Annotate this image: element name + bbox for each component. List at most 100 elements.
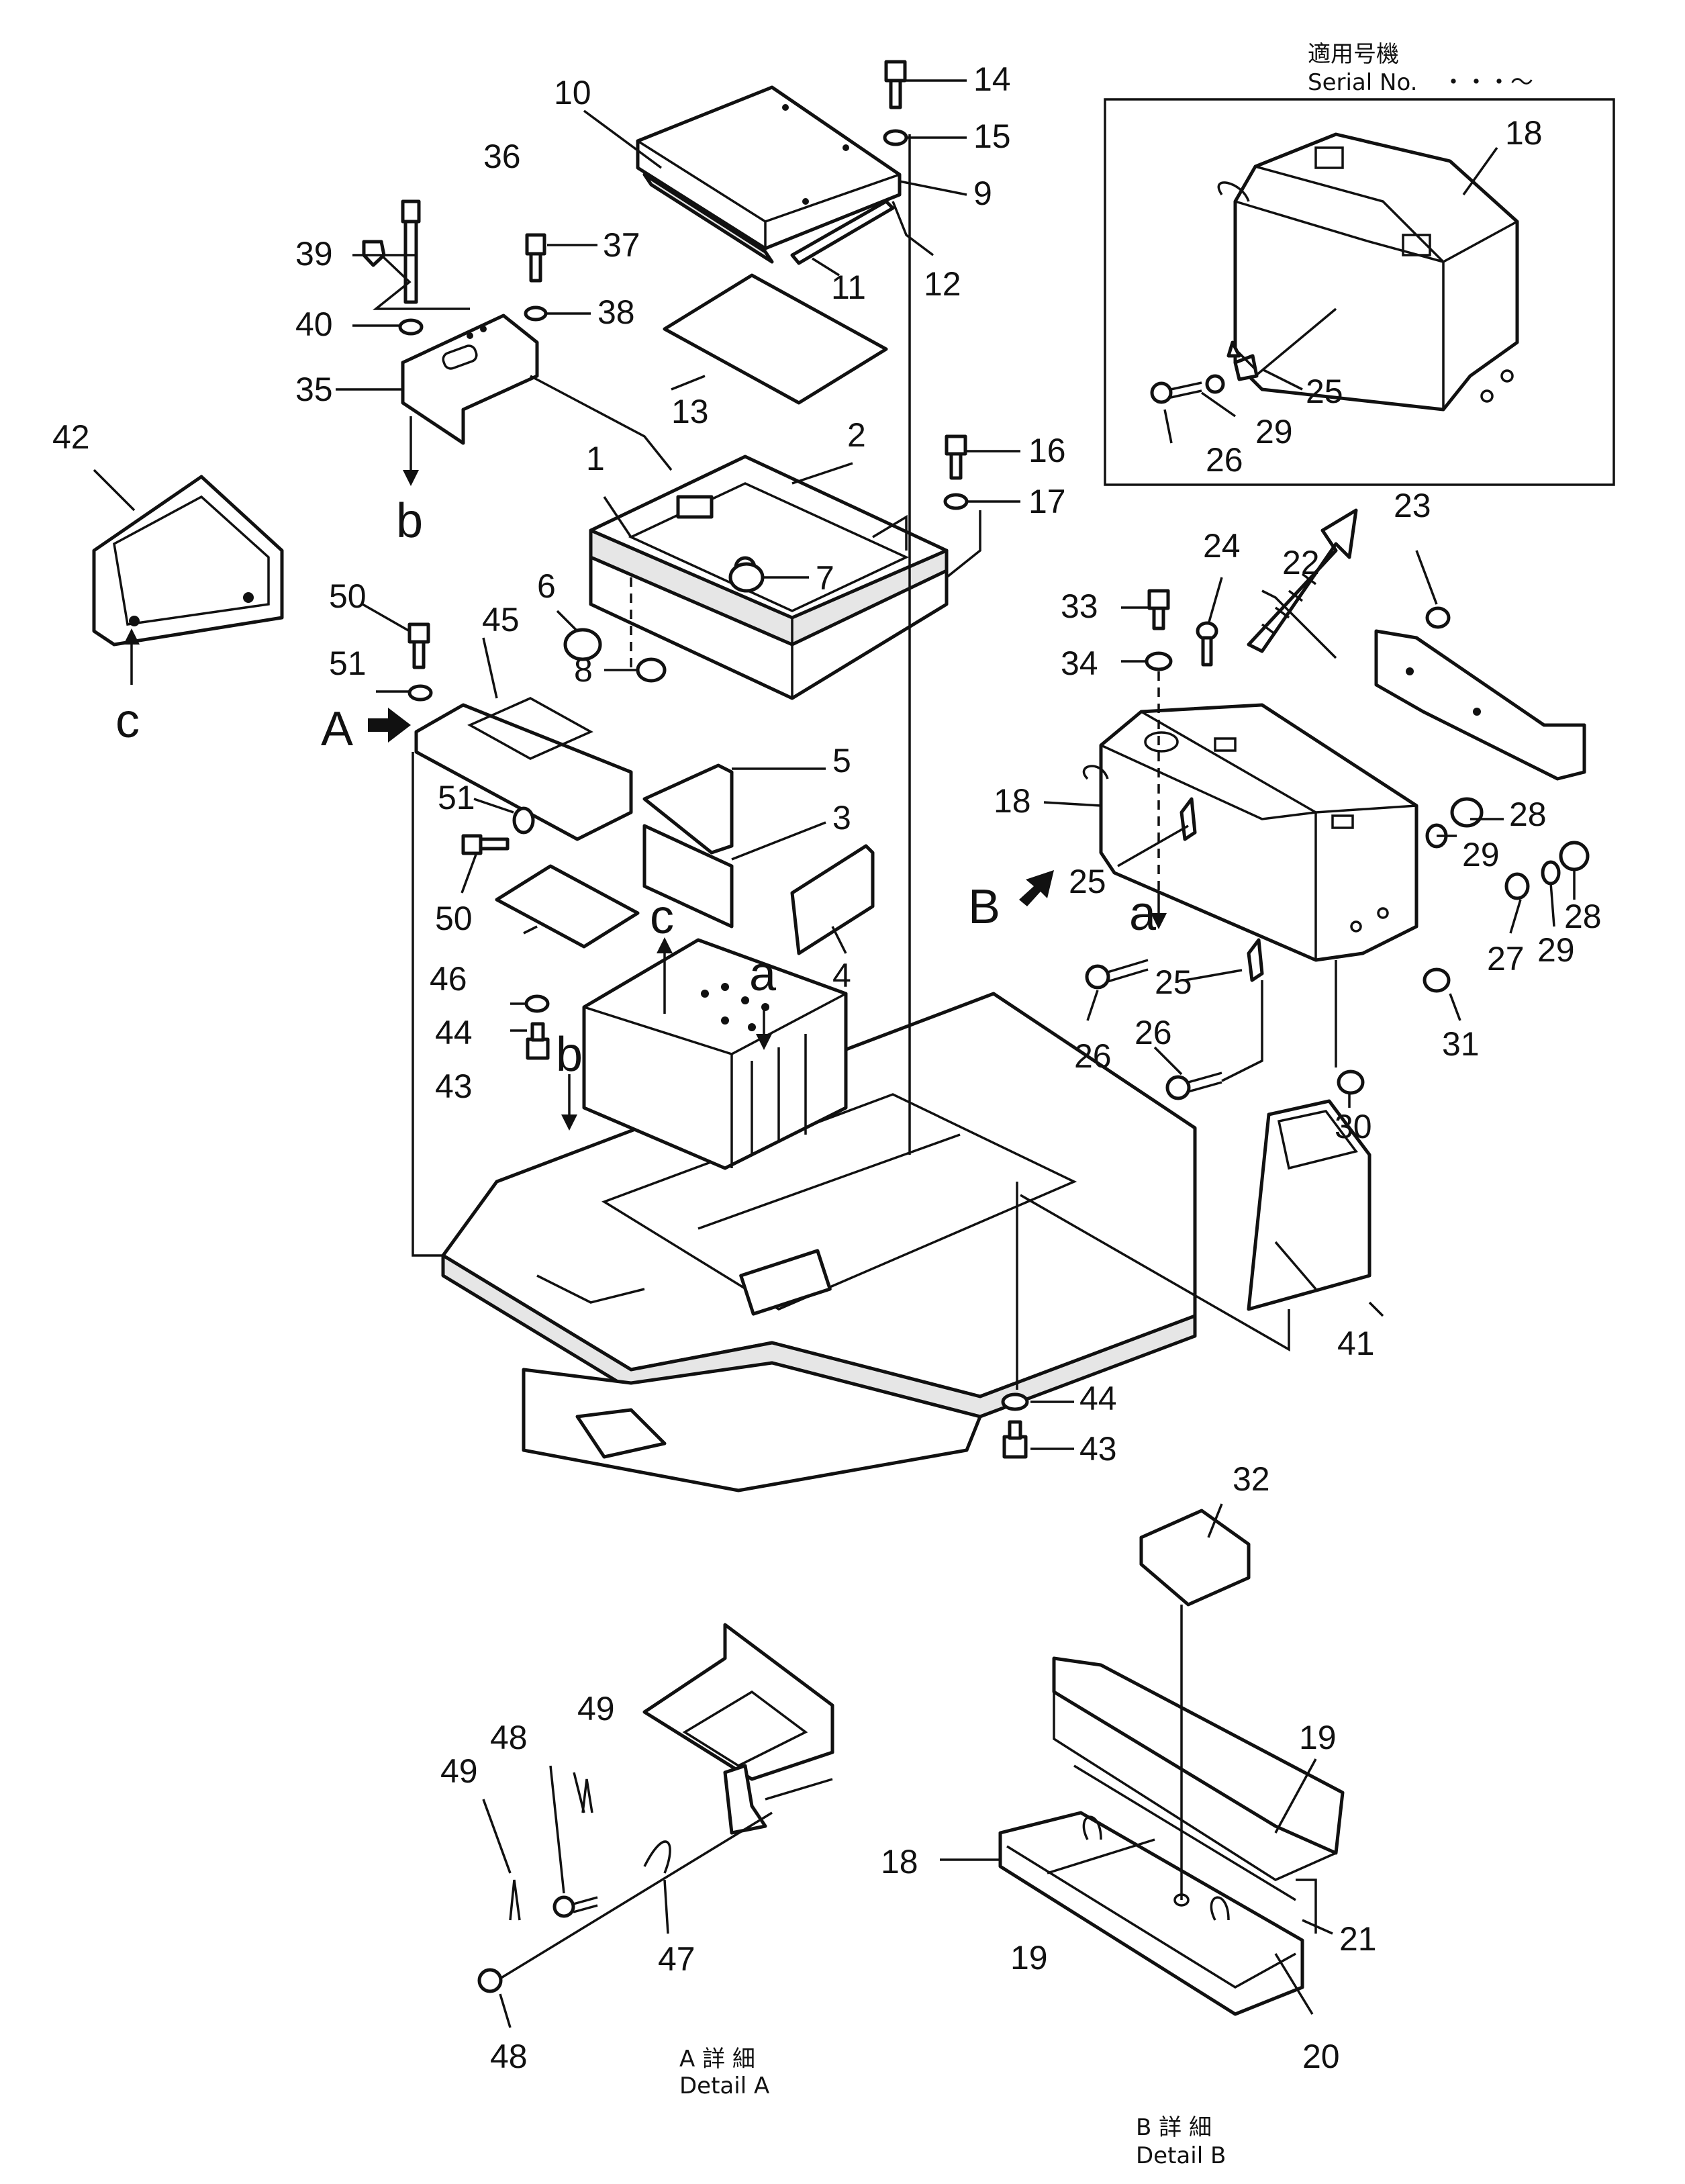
view-letter-c-corner: c <box>115 694 140 748</box>
callout-46: 46 <box>430 960 467 998</box>
callout-39: 39 <box>295 235 333 273</box>
callout-12: 12 <box>924 265 961 303</box>
plate-4 <box>790 844 875 955</box>
callout-15: 15 <box>973 117 1011 155</box>
callout-44-bottom: 44 <box>1079 1380 1117 1417</box>
callout-50-bottom: 50 <box>435 900 473 937</box>
view-arrow-b-bracket <box>403 416 419 486</box>
detail-b-caption-en: Detail B <box>1136 2142 1226 2169</box>
latch-25-a <box>1180 797 1197 841</box>
nut-23 <box>1425 606 1451 629</box>
callout-20: 20 <box>1302 2038 1340 2075</box>
latch-25-b <box>1247 938 1264 982</box>
callout-16: 16 <box>1028 432 1066 469</box>
detail-a-caption-en: Detail A <box>679 2073 769 2099</box>
toolbox-18 <box>1082 703 1418 962</box>
callout-28-a: 28 <box>1509 796 1547 833</box>
callout-26-b: 26 <box>1135 1014 1172 1051</box>
detail-b-drawing <box>998 1509 1345 2016</box>
washer-44-bottom <box>1001 1392 1029 1411</box>
callout-44-top: 44 <box>435 1014 473 1051</box>
detail-b-caption-jp: B 詳 細 <box>1136 2114 1212 2141</box>
callout-22: 22 <box>1282 544 1320 581</box>
bolt-39 <box>398 199 424 336</box>
washer-29-b <box>1541 860 1561 886</box>
bracket-22 <box>1374 629 1586 781</box>
callout-35: 35 <box>295 371 333 408</box>
view-letter-a-stand: a <box>749 947 777 1001</box>
grommet-6 <box>563 628 602 661</box>
bolt-43-bottom <box>1002 1420 1028 1459</box>
callout-29-a: 29 <box>1462 836 1500 873</box>
callout-25-a: 25 <box>1069 863 1106 900</box>
callout-31: 31 <box>1442 1025 1480 1063</box>
callout-34: 34 <box>1061 645 1098 682</box>
inset-bolt <box>1150 307 1337 404</box>
callout-3: 3 <box>832 799 851 837</box>
callout-29-inset: 29 <box>1255 413 1293 450</box>
nut-28-a <box>1450 797 1484 828</box>
washer-44-top <box>524 994 550 1013</box>
pin-24 <box>1196 621 1218 667</box>
view-arrow-b-stand <box>561 1074 577 1131</box>
callout-25-inset: 25 <box>1306 373 1343 410</box>
callout-48-bottom: 48 <box>490 2038 528 2075</box>
detail-b-pointer-icon <box>1019 870 1054 906</box>
callout-49-left: 49 <box>440 1752 478 1790</box>
callout-6: 6 <box>537 567 556 605</box>
callout-14: 14 <box>973 60 1011 98</box>
detail-a-caption-jp: A 詳 細 <box>679 2046 755 2073</box>
callout-30: 30 <box>1335 1108 1372 1145</box>
washer-27 <box>1504 872 1530 900</box>
pad-46 <box>495 864 640 949</box>
fastener-36 <box>362 240 386 267</box>
callout-50-top: 50 <box>329 577 367 615</box>
bracket-35 <box>401 314 539 445</box>
bolt-16 <box>943 434 969 510</box>
callout-7: 7 <box>816 559 834 597</box>
callout-1: 1 <box>586 440 605 477</box>
callout-41: 41 <box>1337 1325 1375 1362</box>
side-cover-41 <box>1247 1099 1371 1311</box>
callout-5: 5 <box>832 742 851 779</box>
callout-19-bottom: 19 <box>1010 1939 1048 1977</box>
callout-17: 17 <box>1028 483 1066 520</box>
detail-a-pointer-icon <box>368 708 411 743</box>
callout-18-inset: 18 <box>1505 114 1543 152</box>
plate-5 <box>642 763 734 855</box>
callout-4: 4 <box>832 957 851 994</box>
view-letter-a-toolbox: a <box>1129 887 1157 941</box>
callout-25-b: 25 <box>1155 963 1192 1001</box>
callout-29-b: 29 <box>1537 931 1575 969</box>
view-letter-c-stand: c <box>650 890 674 944</box>
view-arrow-a-toolbox <box>1151 893 1167 929</box>
bolt-14 <box>883 60 908 146</box>
bolt-33 <box>1145 589 1173 671</box>
callout-49-right: 49 <box>577 1690 615 1727</box>
callout-38: 38 <box>597 293 635 331</box>
callout-43-bottom: 43 <box>1079 1430 1117 1468</box>
plate-45 <box>414 697 633 841</box>
pad-13 <box>663 273 888 405</box>
view-arrow-c-stand <box>657 937 673 1014</box>
callout-numbers: 14 15 10 9 11 12 13 16 17 2 1 6 7 8 36 3… <box>52 60 1602 2075</box>
direction-arrow-icon <box>1247 508 1358 653</box>
callout-45: 45 <box>482 601 520 638</box>
callout-42: 42 <box>52 418 90 456</box>
bolt-26-b <box>1165 1072 1222 1100</box>
callout-18-main: 18 <box>994 782 1031 820</box>
serial-header-jp: 適用号機 <box>1308 41 1399 68</box>
callout-11: 11 <box>831 269 866 306</box>
detail-a-marker: A <box>321 702 353 756</box>
callout-51-top: 51 <box>329 645 367 682</box>
callout-48-top: 48 <box>490 1719 528 1756</box>
view-arrow-c-corner <box>124 628 140 685</box>
callout-33: 33 <box>1061 587 1098 625</box>
callout-2: 2 <box>847 416 866 454</box>
battery-cover <box>636 85 902 265</box>
bolt-50-top <box>407 622 433 702</box>
callout-19-top: 19 <box>1299 1719 1337 1756</box>
view-letter-b-bracket: b <box>396 494 423 548</box>
grommet-7 <box>728 562 765 593</box>
